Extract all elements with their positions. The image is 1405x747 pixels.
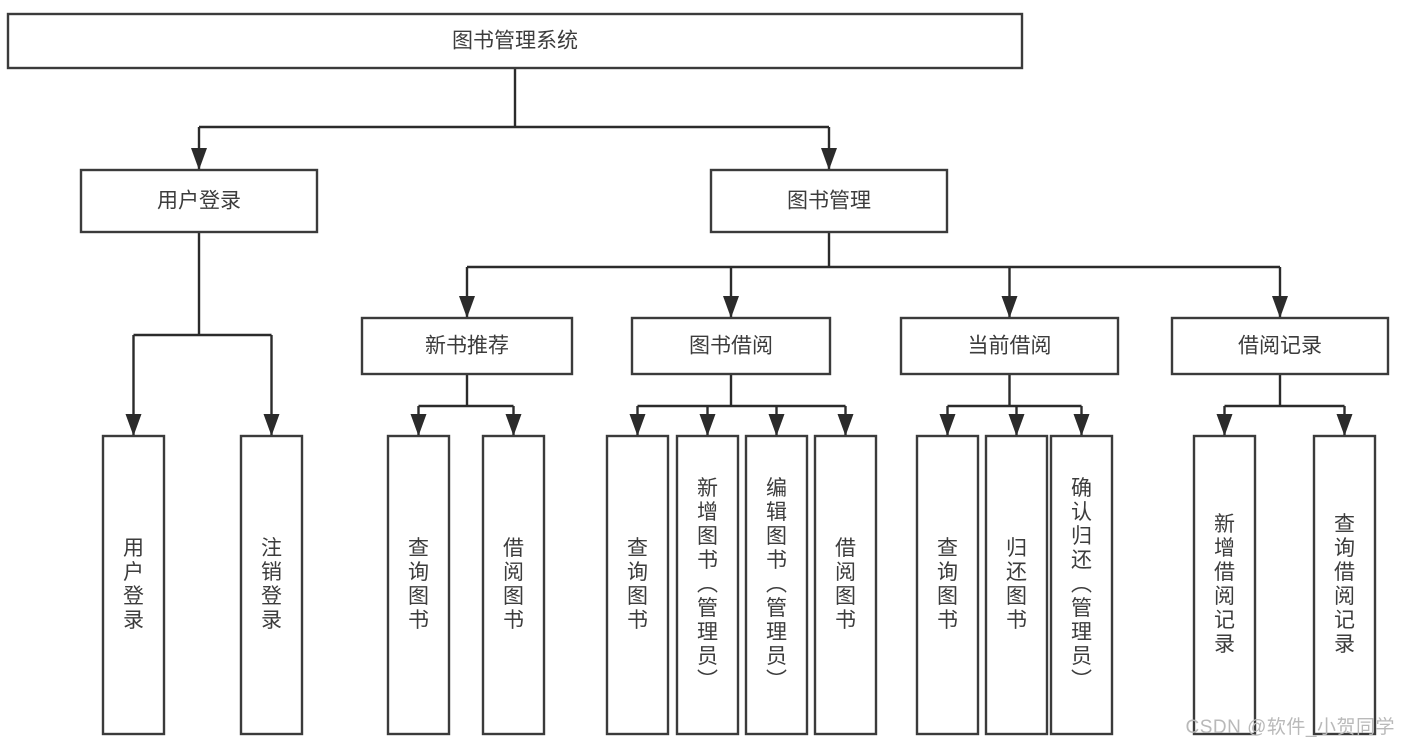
arrow-head-icon-cur-return-book xyxy=(1008,414,1025,436)
arrow-head-icon-rec-borrow-book xyxy=(505,414,522,436)
node-cur-confirm-return[interactable]: 确认归还︵管理员︶ xyxy=(1049,434,1114,736)
node-brw-borrow-book[interactable]: 借阅图书 xyxy=(813,434,878,736)
node-user-logout-leaf[interactable]: 注销登录 xyxy=(239,434,304,736)
arrow-head-icon-rec-query-book xyxy=(410,414,427,436)
node-label-book-borrow: 图书借阅 xyxy=(689,335,773,358)
node-box-cur-query-book[interactable] xyxy=(915,434,980,736)
node-box-rec-borrow-book[interactable] xyxy=(481,434,546,736)
node-box-brw-add-book[interactable] xyxy=(675,434,740,736)
node-book-manage[interactable]: 图书管理 xyxy=(709,168,949,234)
arrow-head-icon-user-logout-leaf xyxy=(263,414,280,436)
arrow-head-icon-brw-query-book xyxy=(629,414,646,436)
node-label-new-book-rec: 新书推荐 xyxy=(425,335,509,358)
node-box-book-manage[interactable] xyxy=(709,168,949,234)
arrow-head-icon-current-borrow xyxy=(1001,296,1018,318)
node-label-root: 图书管理系统 xyxy=(452,30,578,53)
node-book-borrow[interactable]: 图书借阅 xyxy=(630,316,832,376)
node-label-brw-edit-book: 编辑图书︵管理员︶ xyxy=(766,477,787,692)
arrow-head-icon-brw-add-book xyxy=(699,414,716,436)
arrow-head-icon-cur-confirm-return xyxy=(1073,414,1090,436)
node-rec-query-record[interactable]: 查询借阅记录 xyxy=(1312,434,1377,736)
node-box-user-login-leaf[interactable] xyxy=(101,434,166,736)
node-rec-borrow-book[interactable]: 借阅图书 xyxy=(481,434,546,736)
arrow-head-icon-user-login xyxy=(191,148,207,170)
arrow-head-icon-rec-query-record xyxy=(1336,414,1353,436)
node-box-rec-query-record[interactable] xyxy=(1312,434,1377,736)
node-label-brw-add-book: 新增图书︵管理员︶ xyxy=(697,477,718,692)
arrow-head-icon-borrow-record xyxy=(1272,296,1288,318)
node-box-cur-confirm-return[interactable] xyxy=(1049,434,1114,736)
node-current-borrow[interactable]: 当前借阅 xyxy=(899,316,1120,376)
arrow-head-icon-book-manage xyxy=(821,148,837,170)
node-box-new-book-rec[interactable] xyxy=(360,316,574,376)
node-box-brw-borrow-book[interactable] xyxy=(813,434,878,736)
node-box-rec-query-book[interactable] xyxy=(386,434,451,736)
node-label-brw-query-book: 查询图书 xyxy=(627,537,648,632)
node-label-user-logout-leaf: 注销登录 xyxy=(261,537,282,632)
node-box-book-borrow[interactable] xyxy=(630,316,832,376)
node-label-user-login: 用户登录 xyxy=(157,190,241,213)
connectors-layer xyxy=(125,68,1353,436)
node-box-current-borrow[interactable] xyxy=(899,316,1120,376)
arrow-head-icon-user-login-leaf xyxy=(125,414,142,436)
node-brw-add-book[interactable]: 新增图书︵管理员︶ xyxy=(675,434,740,736)
arrow-head-icon-new-book-rec xyxy=(459,296,475,318)
node-user-login[interactable]: 用户登录 xyxy=(79,168,319,234)
node-brw-query-book[interactable]: 查询图书 xyxy=(605,434,670,736)
node-box-brw-query-book[interactable] xyxy=(605,434,670,736)
node-label-rec-query-record: 查询借阅记录 xyxy=(1334,513,1355,656)
node-label-rec-query-book: 查询图书 xyxy=(408,537,429,632)
node-box-brw-edit-book[interactable] xyxy=(744,434,809,736)
node-box-root[interactable] xyxy=(6,12,1024,70)
node-label-cur-query-book: 查询图书 xyxy=(937,537,958,632)
node-label-current-borrow: 当前借阅 xyxy=(968,335,1052,358)
arrow-head-icon-rec-add-record xyxy=(1216,414,1233,436)
node-label-user-login-leaf: 用户登录 xyxy=(123,537,144,632)
node-box-borrow-record[interactable] xyxy=(1170,316,1390,376)
arrow-head-icon-cur-query-book xyxy=(939,414,956,436)
arrow-head-icon-brw-edit-book xyxy=(768,414,785,436)
node-label-book-manage: 图书管理 xyxy=(787,190,871,213)
node-label-brw-borrow-book: 借阅图书 xyxy=(835,537,856,632)
node-cur-return-book[interactable]: 归还图书 xyxy=(984,434,1049,736)
node-box-cur-return-book[interactable] xyxy=(984,434,1049,736)
node-label-borrow-record: 借阅记录 xyxy=(1238,335,1322,358)
nodes-layer: 图书管理系统用户登录图书管理新书推荐图书借阅当前借阅借阅记录用户登录注销登录查询… xyxy=(6,12,1390,736)
node-cur-query-book[interactable]: 查询图书 xyxy=(915,434,980,736)
node-brw-edit-book[interactable]: 编辑图书︵管理员︶ xyxy=(744,434,809,736)
node-rec-query-book[interactable]: 查询图书 xyxy=(386,434,451,736)
node-box-user-login[interactable] xyxy=(79,168,319,234)
node-root[interactable]: 图书管理系统 xyxy=(6,12,1024,70)
arrow-head-icon-book-borrow xyxy=(723,296,739,318)
node-rec-add-record[interactable]: 新增借阅记录 xyxy=(1192,434,1257,736)
node-box-user-logout-leaf[interactable] xyxy=(239,434,304,736)
node-label-rec-add-record: 新增借阅记录 xyxy=(1214,513,1235,656)
node-label-cur-return-book: 归还图书 xyxy=(1006,537,1027,632)
arrow-head-icon-brw-borrow-book xyxy=(837,414,854,436)
node-user-login-leaf[interactable]: 用户登录 xyxy=(101,434,166,736)
node-label-cur-confirm-return: 确认归还︵管理员︶ xyxy=(1071,477,1092,692)
node-box-rec-add-record[interactable] xyxy=(1192,434,1257,736)
node-new-book-rec[interactable]: 新书推荐 xyxy=(360,316,574,376)
node-label-rec-borrow-book: 借阅图书 xyxy=(503,537,524,632)
node-borrow-record[interactable]: 借阅记录 xyxy=(1170,316,1390,376)
